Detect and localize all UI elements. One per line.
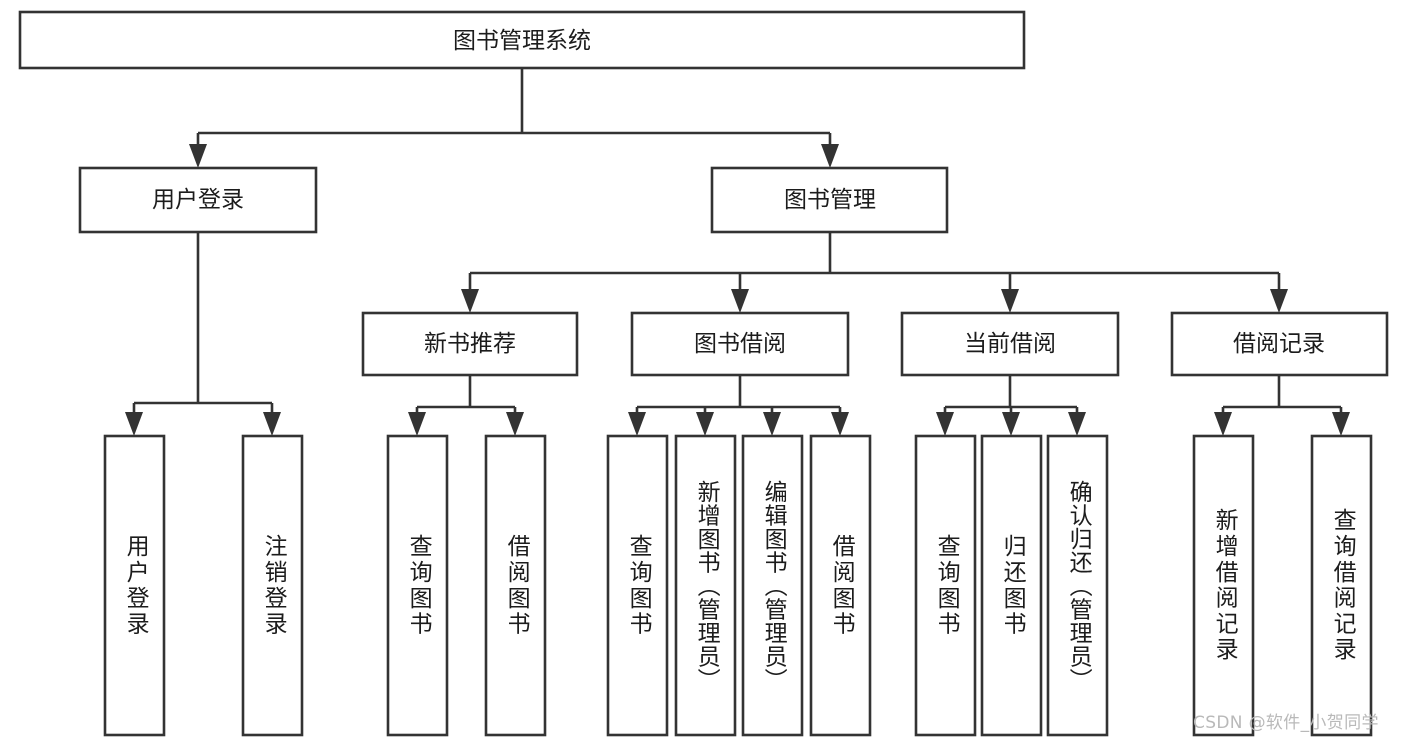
arrowhead-to-leaf-query-book-3 <box>936 412 954 436</box>
watermark-text: CSDN @软件_小贺同学 <box>1193 713 1379 733</box>
node-book-borrow-box <box>630 311 850 377</box>
node-new-book-rec[interactable]: 新书推荐 <box>361 311 579 377</box>
arrowhead-to-borrow-record <box>1270 289 1288 313</box>
node-leaf-user-logout-box[interactable] <box>241 434 304 737</box>
node-book-manage-label: 图书管理 <box>784 187 876 213</box>
arrowhead-to-leaf-confirm-return <box>1068 412 1086 436</box>
arrowhead-to-leaf-user-logout <box>263 412 281 436</box>
node-user-login-label: 用户登录 <box>152 187 244 213</box>
node-root-box <box>18 10 1026 70</box>
node-new-book-rec-box <box>361 311 579 377</box>
node-leaf-add-book-box[interactable] <box>674 434 737 737</box>
node-leaf-query-book-2-box[interactable] <box>606 434 669 737</box>
arrowhead-to-leaf-query-book-1 <box>408 412 426 436</box>
node-user-login-box <box>78 166 318 234</box>
connector-layer <box>125 68 1350 436</box>
node-leaf-query-book-1-box[interactable] <box>386 434 449 737</box>
node-current-borrow-label: 当前借阅 <box>964 331 1056 357</box>
arrowhead-to-leaf-query-book-2 <box>628 412 646 436</box>
arrowhead-to-leaf-query-record <box>1332 412 1350 436</box>
arrowhead-to-leaf-borrow-book-2 <box>831 412 849 436</box>
connector-book-borrow-bus <box>635 375 842 420</box>
node-leaf-add-record-box[interactable] <box>1192 434 1255 737</box>
connector-user-login-bus <box>132 232 274 420</box>
node-leaf-confirm-return-box[interactable] <box>1046 434 1109 737</box>
node-leaf-return-book-box[interactable] <box>980 434 1043 737</box>
node-book-manage[interactable]: 图书管理 <box>710 166 949 234</box>
node-root[interactable]: 图书管理系统 <box>18 10 1026 70</box>
node-current-borrow[interactable]: 当前借阅 <box>900 311 1120 377</box>
connector-book-manage-bus <box>468 232 1281 297</box>
node-leaf-edit-book-box[interactable] <box>741 434 804 737</box>
arrowhead-to-new-book-rec <box>461 289 479 313</box>
arrowhead-to-leaf-return-book <box>1002 412 1020 436</box>
node-leaf-borrow-book-1-box[interactable] <box>484 434 547 737</box>
node-book-borrow[interactable]: 图书借阅 <box>630 311 850 377</box>
node-leaf-query-book-3-box[interactable] <box>914 434 977 737</box>
arrowhead-to-leaf-borrow-book-1 <box>506 412 524 436</box>
connector-root-bus <box>196 68 832 152</box>
arrowhead-to-leaf-add-book <box>696 412 714 436</box>
connector-new-book-rec-bus <box>415 375 517 420</box>
node-current-borrow-box <box>900 311 1120 377</box>
arrowhead-to-book-borrow <box>731 289 749 313</box>
node-new-book-rec-label: 新书推荐 <box>424 331 516 357</box>
node-leaf-query-record-box[interactable] <box>1310 434 1373 737</box>
node-book-manage-box <box>710 166 949 234</box>
arrowhead-to-book-manage <box>821 144 839 168</box>
node-layer: 图书管理系统 用户登录 图书管理 新书推荐 图书借阅 <box>18 10 1389 737</box>
node-borrow-record-label: 借阅记录 <box>1233 331 1325 357</box>
node-leaf-user-login-box[interactable] <box>103 434 166 737</box>
arrowhead-to-leaf-user-login <box>125 412 143 436</box>
node-root-label: 图书管理系统 <box>453 28 591 54</box>
arrowhead-to-leaf-edit-book <box>763 412 781 436</box>
arrowhead-to-user-login <box>189 144 207 168</box>
node-leaf-borrow-book-2-box[interactable] <box>809 434 872 737</box>
leaf-boxes <box>103 434 1373 737</box>
connector-borrow-record-bus <box>1221 375 1343 420</box>
node-borrow-record[interactable]: 借阅记录 <box>1170 311 1389 377</box>
node-user-login[interactable]: 用户登录 <box>78 166 318 234</box>
node-book-borrow-label: 图书借阅 <box>694 331 786 357</box>
node-borrow-record-box <box>1170 311 1389 377</box>
arrowhead-to-current-borrow <box>1001 289 1019 313</box>
arrowhead-to-leaf-add-record <box>1214 412 1232 436</box>
